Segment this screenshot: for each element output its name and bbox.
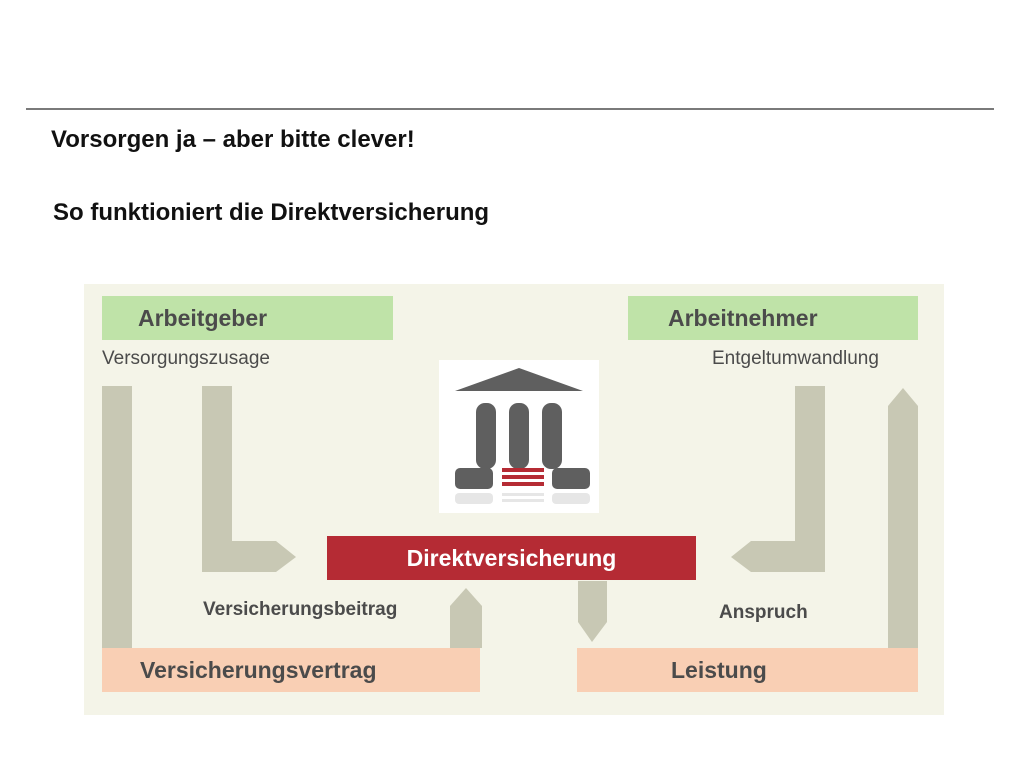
contract-box: Versicherungsvertrag (102, 648, 480, 692)
claim-label: Anspruch (719, 602, 808, 623)
salary-conversion-label: Entgeltumwandlung (712, 348, 879, 369)
contract-label: Versicherungsvertrag (140, 656, 377, 683)
employer-arrow (202, 386, 296, 572)
bank-building-icon (455, 368, 590, 504)
premium-label: Versicherungsbeitrag (203, 599, 398, 620)
employer-label: Arbeitgeber (138, 304, 268, 331)
benefit-box: Leistung (577, 648, 918, 692)
benefit-arrow (578, 581, 607, 642)
right-outer-arrow (888, 388, 918, 648)
header-rule (26, 108, 994, 110)
center-label: Direktversicherung (406, 544, 617, 571)
employee-box: Arbeitnehmer (628, 296, 918, 340)
premium-arrow (450, 588, 482, 648)
pension-commitment-label: Versorgungszusage (102, 348, 270, 369)
employer-box: Arbeitgeber (102, 296, 393, 340)
benefit-label: Leistung (671, 656, 767, 683)
bank-logo (439, 360, 599, 513)
employee-arrow (731, 386, 825, 572)
left-outer-bar (102, 386, 132, 650)
page-title: Vorsorgen ja – aber bitte clever! (51, 126, 415, 153)
center-box: Direktversicherung (327, 536, 696, 580)
page-subtitle: So funktioniert die Direktversicherung (53, 199, 490, 226)
employee-label: Arbeitnehmer (668, 304, 818, 331)
